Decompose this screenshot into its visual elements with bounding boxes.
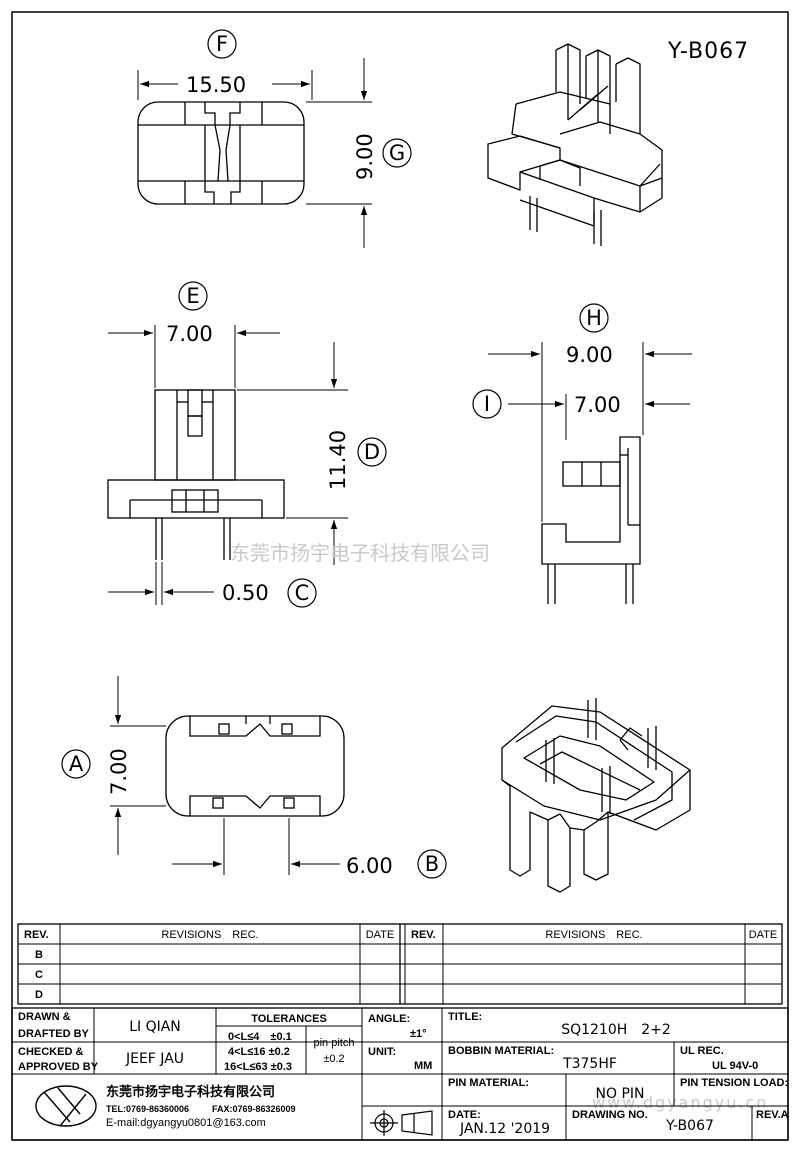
- dim-i-value: 7.00: [574, 393, 621, 417]
- bobbin-material-label: BOBBIN MATERIAL:: [448, 1045, 554, 1057]
- rev-header-right: REV.: [411, 929, 436, 941]
- drawn-by-value: LI QIAN: [129, 1019, 181, 1035]
- dim-d-value: 11.40: [326, 430, 350, 490]
- checked-label-1: CHECKED &: [18, 1046, 83, 1058]
- bobbin-material-value: T375HF: [562, 1056, 617, 1072]
- dim-h-value: 9.00: [566, 343, 613, 367]
- dim-c-value: 0.50: [222, 581, 269, 605]
- unit-label: UNIT:: [368, 1046, 396, 1058]
- dim-i: 7.00 I: [472, 389, 690, 419]
- front-view: [107, 325, 348, 605]
- tolerances-label: TOLERANCES: [251, 1013, 327, 1025]
- watermark-company: 东莞市扬宇电子科技有限公司: [230, 541, 490, 565]
- top-view: [137, 70, 372, 205]
- title-block: [11, 1007, 789, 1141]
- projection-symbol-icon: [370, 1110, 433, 1136]
- date-label: DATE:: [448, 1109, 481, 1121]
- drawing-no-label: DRAWING NO.: [572, 1109, 648, 1121]
- bottom-view: [110, 715, 345, 875]
- pin-pitch-label: pin pitch: [314, 1037, 355, 1049]
- side-view: [541, 342, 644, 604]
- pin-tension-label: PIN TENSION LOAD:: [680, 1077, 788, 1089]
- title-value: SQ1210H 2+2: [561, 1022, 671, 1038]
- dim-c: 0.50 C: [108, 578, 317, 608]
- checked-label-2: APPROVED BY: [18, 1061, 99, 1073]
- ul-rec-value: UL 94V-0: [712, 1060, 758, 1072]
- tolerance-3: 16<L≤63 ±0.3: [224, 1061, 292, 1073]
- dim-b-letter: B: [425, 852, 439, 876]
- rev-row-d: D: [35, 989, 43, 1001]
- pin-material-label: PIN MATERIAL:: [448, 1077, 529, 1089]
- angle-label: ANGLE:: [368, 1013, 410, 1025]
- dim-e-value: 7.00: [166, 322, 213, 346]
- iso-view-bottom: [501, 698, 691, 893]
- rec-header-right: REVISIONS REC.: [545, 929, 642, 941]
- dim-c-letter: C: [295, 581, 310, 605]
- dim-f-letter: F: [216, 32, 228, 56]
- dim-b-value: 6.00: [346, 854, 393, 878]
- rev-row-c: C: [35, 969, 43, 981]
- tolerance-1: 0<L≤4 ±0.1: [228, 1031, 292, 1043]
- drawing-id-label: Y-B067: [667, 39, 749, 64]
- checked-by-value: JEEF JAU: [125, 1051, 184, 1067]
- dim-b: 6.00 B: [172, 849, 447, 879]
- revision-table: [17, 923, 783, 1005]
- date-header-right: DATE: [749, 929, 778, 941]
- company-tel: TEL:0769-86360006: [106, 1104, 189, 1114]
- dim-g-value: 9.00: [353, 133, 377, 180]
- watermark-url: www.dgyangyu.cn: [592, 1093, 768, 1112]
- dim-d: 11.40 D: [326, 342, 387, 565]
- rev-header-left: REV.: [24, 929, 49, 941]
- rec-header-left: REVISIONS REC.: [161, 929, 258, 941]
- drawn-label-2: DRAFTED BY: [18, 1028, 90, 1040]
- pin-pitch-value: ±0.2: [323, 1053, 344, 1065]
- dim-h-letter: H: [586, 306, 602, 330]
- drawn-label-1: DRAWN &: [18, 1011, 71, 1023]
- company-name: 东莞市扬宇电子科技有限公司: [106, 1084, 275, 1100]
- title-label: TITLE:: [448, 1011, 482, 1023]
- unit-value: MM: [414, 1060, 432, 1072]
- drawing-no-value: Y-B067: [665, 1118, 714, 1134]
- dim-h: 9.00 H: [488, 303, 692, 367]
- dim-e: 7.00 E: [108, 281, 280, 346]
- angle-value: ±1°: [410, 1028, 427, 1040]
- tolerance-2: 4<L≤16 ±0.2: [228, 1046, 290, 1058]
- dim-g-letter: G: [389, 141, 405, 165]
- dim-a-letter: A: [69, 752, 84, 776]
- dim-f-value: 15.50: [186, 73, 246, 97]
- pin-material-value: NO PIN: [596, 1086, 645, 1102]
- dim-i-letter: I: [484, 392, 490, 416]
- iso-view-top: [487, 43, 663, 246]
- company-fax: FAX:0769-86326009: [212, 1104, 296, 1114]
- rev-row-b: B: [35, 949, 43, 961]
- date-value: JAN.12 '2019: [459, 1121, 550, 1137]
- ul-rec-label: UL REC.: [680, 1045, 724, 1057]
- dim-f: 15.50 F: [140, 29, 310, 97]
- company-logo-icon: [35, 1085, 97, 1127]
- dim-d-letter: D: [364, 440, 380, 464]
- dim-a: 7.00 A: [61, 676, 131, 855]
- revision-label: REV.A: [756, 1109, 789, 1121]
- date-header-left: DATE: [366, 929, 395, 941]
- company-email: E-mail:dgyangyu0801@163.com: [106, 1117, 266, 1129]
- dim-g: 9.00 G: [353, 58, 412, 248]
- dim-e-letter: E: [186, 284, 199, 308]
- dim-a-value: 7.00: [107, 748, 131, 795]
